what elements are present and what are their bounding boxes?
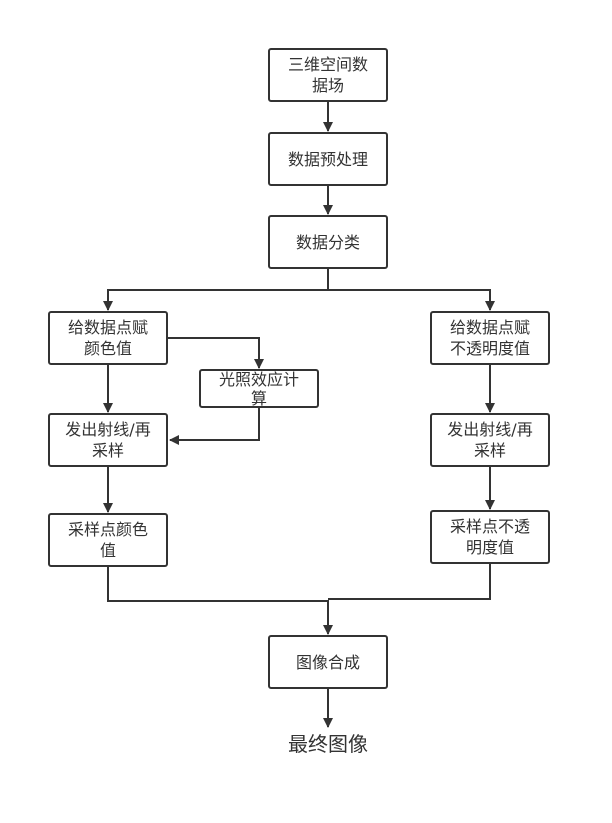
node-composite: 图像合成 (268, 635, 388, 689)
node-ray-left: 发出射线/再采样 (48, 413, 168, 467)
node-assign-color: 给数据点赋颜色值 (48, 311, 168, 365)
line-sampleopacity-composite (328, 564, 491, 600)
node-sample-color: 采样点颜色值 (48, 513, 168, 567)
arrow-color-lighting (168, 337, 264, 369)
node-assign-opacity: 给数据点赋不透明度值 (430, 311, 550, 365)
node-lighting: 光照效应计算 (199, 369, 319, 408)
arrow-lighting-ray (169, 408, 260, 445)
node-classify: 数据分类 (268, 215, 388, 269)
node-ray-right: 发出射线/再采样 (430, 413, 550, 467)
node-sample-opacity: 采样点不透明度值 (430, 510, 550, 564)
arrow-samplecolor-composite (107, 567, 333, 635)
arrow-classify-opacity (328, 289, 495, 311)
node-final-image: 最终图像 (288, 732, 368, 756)
node-field: 三维空间数据场 (268, 48, 388, 102)
arrow-classify-color (103, 269, 329, 311)
node-preprocess: 数据预处理 (268, 132, 388, 186)
